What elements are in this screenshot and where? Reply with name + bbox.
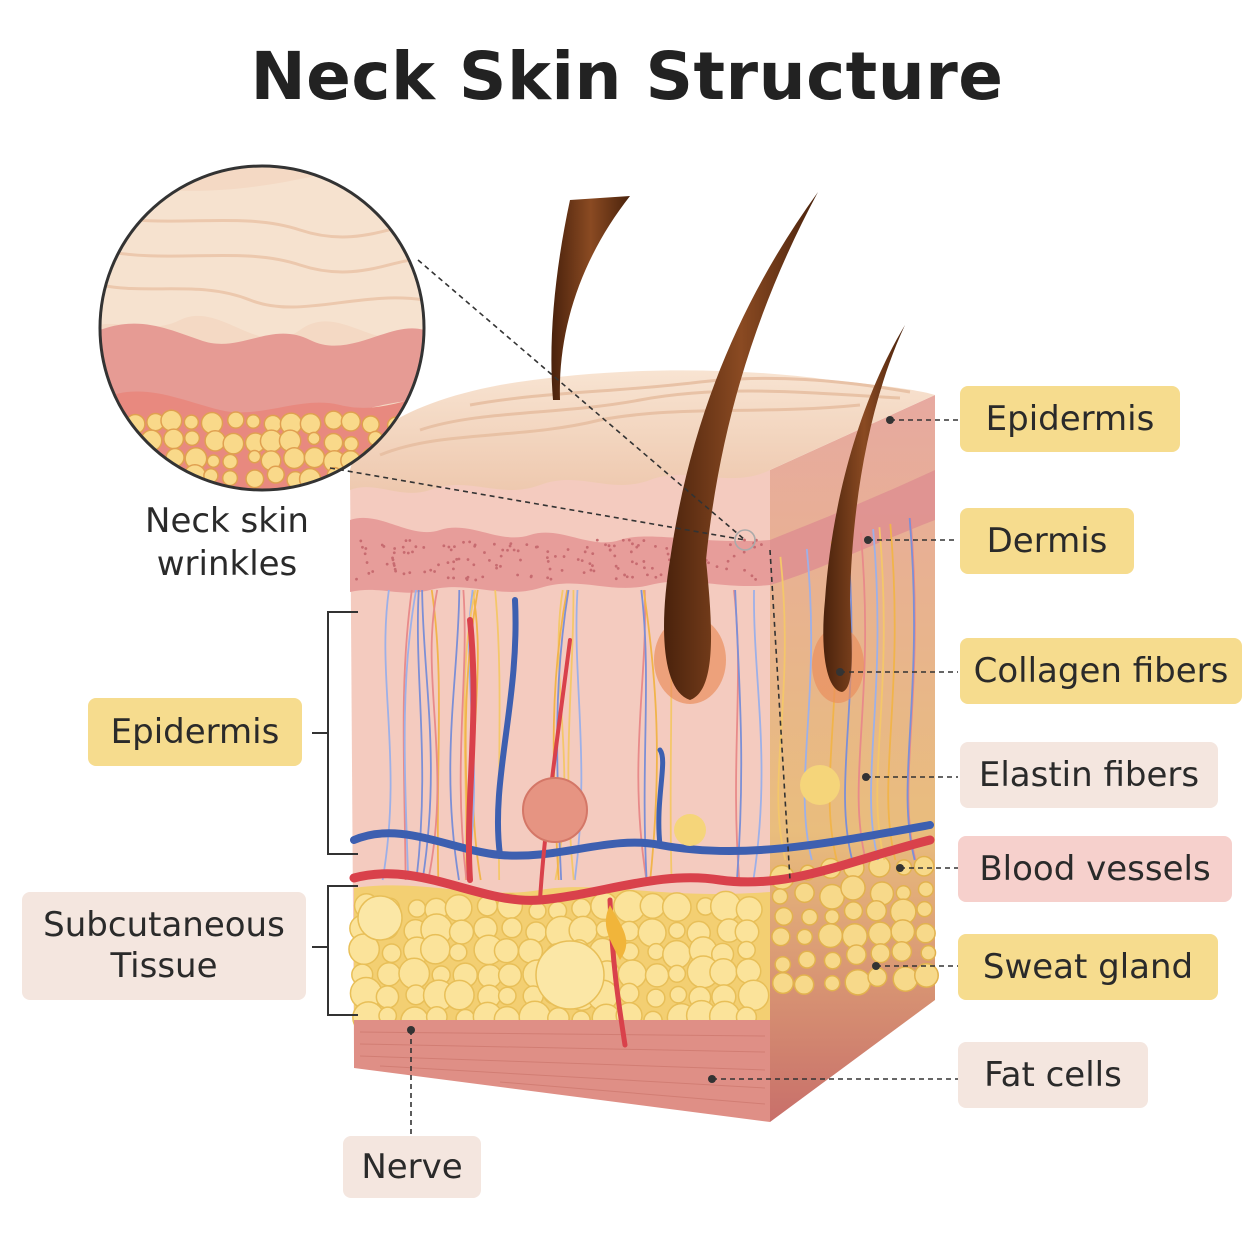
label-blood-vessels: Blood vessels [958, 836, 1232, 902]
inset-caption: Neck skin wrinkles [112, 500, 342, 585]
epidermis-bracket [312, 611, 358, 855]
side-fat-cells [769, 855, 939, 996]
artery-branch [465, 617, 477, 883]
vein [350, 821, 934, 860]
surface-ridges [379, 376, 911, 457]
label-dermis: Dermis [960, 508, 1134, 574]
leader-lines [329, 259, 958, 1134]
label-epidermis-right: Epidermis [960, 386, 1180, 452]
label-elastin-fibers: Elastin fibers [960, 742, 1218, 808]
fat-cells [348, 889, 770, 1036]
subcutaneous-bracket [312, 885, 358, 1016]
fat-lobule [674, 814, 706, 846]
label-collagen-fibers: Collagen fibers [960, 638, 1242, 704]
vein-branch [495, 597, 519, 858]
artery-branch [538, 638, 572, 902]
hair-strand [664, 192, 818, 700]
hair-strand [551, 196, 630, 400]
inset-caption-line: Neck skin [145, 501, 309, 541]
skin-block [348, 470, 770, 1122]
epidermis-band [350, 517, 770, 593]
hair-follicles [551, 192, 905, 704]
label-line: Subcutaneous [43, 905, 285, 946]
label-subcutaneous-tissue: Subcutaneous Tissue [22, 892, 306, 1000]
fat-lobule [800, 765, 840, 805]
sweat-duct [605, 905, 627, 960]
inset-caption-line: wrinkles [156, 543, 298, 584]
leader-dots [407, 416, 904, 1083]
label-sweat-gland: Sweat gland [958, 934, 1218, 1000]
sweat-gland [522, 777, 588, 843]
diagram-title: Neck Skin Structure [250, 38, 1004, 115]
label-nerve: Nerve [343, 1136, 481, 1198]
vein-branch [656, 747, 666, 848]
label-fat-cells: Fat cells [958, 1042, 1148, 1108]
hair-strand [823, 325, 905, 692]
base-striations [359, 1031, 766, 1105]
layer-brackets [312, 611, 358, 1016]
artery [349, 835, 935, 905]
label-epidermis-left: Epidermis [88, 698, 302, 766]
label-line: Tissue [110, 946, 218, 986]
wrinkle-inset [98, 164, 426, 492]
